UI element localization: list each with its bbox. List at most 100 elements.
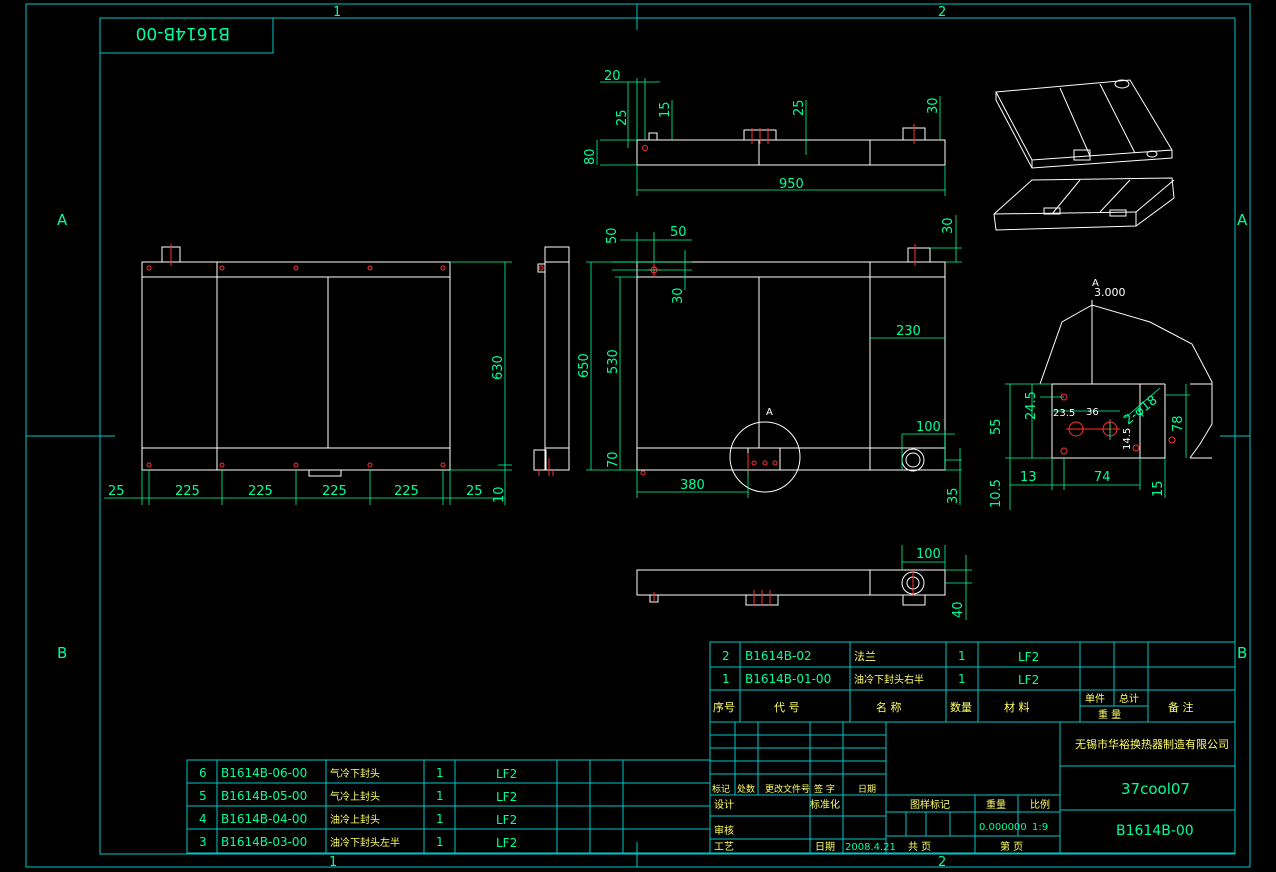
label-sheet: 第 页 xyxy=(1000,840,1023,853)
dim-front-225-d: 225 xyxy=(394,484,419,499)
label-change-doc: 更改文件号 xyxy=(765,783,810,795)
drawing-number: B1614B-00 xyxy=(1116,823,1194,839)
label-standardize: 标准化 xyxy=(810,798,840,811)
label-mark: 标记 xyxy=(712,783,730,795)
parts-row-5: 5 B1614B-05-00 气冷上封头 1 LF2 xyxy=(199,789,517,804)
dim-top-950: 950 xyxy=(779,177,804,192)
drawing-date: 2008.4.21 xyxy=(845,842,896,853)
dim-front-225-b: 225 xyxy=(248,484,273,499)
dim-front-225-c: 225 xyxy=(322,484,347,499)
dim-detail-10-5: 10.5 xyxy=(989,479,1004,508)
label-signature: 签 字 xyxy=(814,783,835,795)
dim-detail-55: 55 xyxy=(989,418,1004,435)
parts-seq: 6 xyxy=(199,766,207,780)
dim-detail-74: 74 xyxy=(1094,470,1111,485)
dim-top-15: 15 xyxy=(658,101,673,118)
dim-detail-78: 78 xyxy=(1171,415,1186,432)
bottom-view xyxy=(636,545,972,620)
dim-detail-24-5: 24.5 xyxy=(1024,391,1039,420)
zone-col-2-bottom: 2 xyxy=(938,855,946,870)
parts-qty: 1 xyxy=(958,649,966,663)
drawing-number-mirrored: B1614B-00 xyxy=(136,23,230,43)
parts-qty: 1 xyxy=(436,812,444,826)
front-view xyxy=(104,244,512,505)
top-view xyxy=(596,78,946,196)
dim-top-25-mid: 25 xyxy=(792,99,807,116)
parts-name: 油冷上封头 xyxy=(330,813,380,826)
label-count: 处数 xyxy=(737,783,755,795)
header-material: 材 料 xyxy=(1004,700,1030,714)
dim-detail-13: 13 xyxy=(1020,470,1037,485)
dim-detail-14-5: 14.5 xyxy=(1122,428,1133,450)
zone-row-b-right: B xyxy=(1237,644,1247,662)
parts-row-3: 3 B1614B-03-00 油冷下封头左半 1 LF2 xyxy=(199,835,517,850)
parts-code: B1614B-02 xyxy=(745,649,812,663)
dim-top-30: 30 xyxy=(926,97,941,114)
dim-detail-2-holes: 2-φ18 xyxy=(1121,393,1160,428)
parts-material: LF2 xyxy=(1018,650,1039,664)
dim-top-20: 20 xyxy=(604,69,621,84)
header-remark: 备 注 xyxy=(1168,700,1194,714)
dim-main-530: 530 xyxy=(606,349,621,374)
parts-row-2: 2 B1614B-02 法兰 1 LF2 xyxy=(722,649,1039,664)
parts-seq: 4 xyxy=(199,812,207,826)
label-design: 设计 xyxy=(714,798,734,811)
dim-main-50-vertical: 50 xyxy=(605,227,620,244)
dim-detail-15: 15 xyxy=(1151,480,1166,497)
zone-col-2-top: 2 xyxy=(938,5,946,20)
scale-value: 1:9 xyxy=(1032,822,1048,833)
isometric-view-upper xyxy=(995,79,1173,169)
parts-qty: 1 xyxy=(436,789,444,803)
main-view xyxy=(586,215,962,505)
parts-seq: 5 xyxy=(199,789,207,803)
detail-a-scale: 3.000 xyxy=(1094,286,1126,299)
dim-main-100: 100 xyxy=(916,420,941,435)
dim-main-35: 35 xyxy=(946,487,961,504)
dim-main-70: 70 xyxy=(606,451,621,468)
weight-value: 0.000000 xyxy=(979,822,1027,833)
header-qty: 数量 xyxy=(950,701,972,714)
parts-qty: 1 xyxy=(436,766,444,780)
header-name: 名 称 xyxy=(876,700,902,714)
parts-material: LF2 xyxy=(496,790,517,804)
header-code: 代 号 xyxy=(774,701,800,714)
label-weight: 重量 xyxy=(986,798,1006,811)
parts-row-1: 1 B1614B-01-00 油冷下封头右半 1 LF2 xyxy=(722,672,1039,687)
dim-bottom-100: 100 xyxy=(916,547,941,562)
detail-callout-a: A xyxy=(766,407,773,418)
header-total-weight: 总计 xyxy=(1119,692,1139,705)
dim-front-225-a: 225 xyxy=(175,484,200,499)
dim-main-230: 230 xyxy=(896,324,921,339)
parts-row-4: 4 B1614B-04-00 油冷上封头 1 LF2 xyxy=(199,812,517,827)
dim-front-10: 10 xyxy=(492,486,507,503)
parts-name: 油冷下封头右半 xyxy=(854,673,924,686)
zone-col-1-bottom: 1 xyxy=(329,855,337,870)
parts-code: B1614B-05-00 xyxy=(221,789,307,803)
parts-material: LF2 xyxy=(1018,673,1039,687)
zone-col-1-top: 1 xyxy=(333,5,341,20)
company-name: 无锡市华裕换热器制造有限公司 xyxy=(1075,737,1229,751)
header-weight: 重 量 xyxy=(1098,708,1121,721)
parts-qty: 1 xyxy=(958,672,966,686)
label-process: 工艺 xyxy=(714,841,734,853)
label-date: 日期 xyxy=(815,841,835,853)
detail-a-view xyxy=(1005,300,1213,510)
dim-front-25-right: 25 xyxy=(466,484,483,499)
dim-main-50-horizontal: 50 xyxy=(670,225,687,240)
dim-detail-36: 36 xyxy=(1086,407,1099,418)
title-block xyxy=(709,721,1236,854)
parts-name: 气冷上封头 xyxy=(330,790,380,803)
parts-code: B1614B-01-00 xyxy=(745,672,831,686)
label-scale: 比例 xyxy=(1030,798,1050,811)
dim-main-650: 650 xyxy=(577,353,592,378)
isometric-view-lower xyxy=(993,177,1175,231)
dim-main-30-hole: 30 xyxy=(671,287,686,304)
parts-material: LF2 xyxy=(496,836,517,850)
parts-material: LF2 xyxy=(496,767,517,781)
header-seq: 序号 xyxy=(713,700,735,714)
parts-material: LF2 xyxy=(496,813,517,827)
dim-front-25-left: 25 xyxy=(108,484,125,499)
header-unit-weight: 单件 xyxy=(1085,693,1105,705)
parts-name: 法兰 xyxy=(854,649,876,663)
